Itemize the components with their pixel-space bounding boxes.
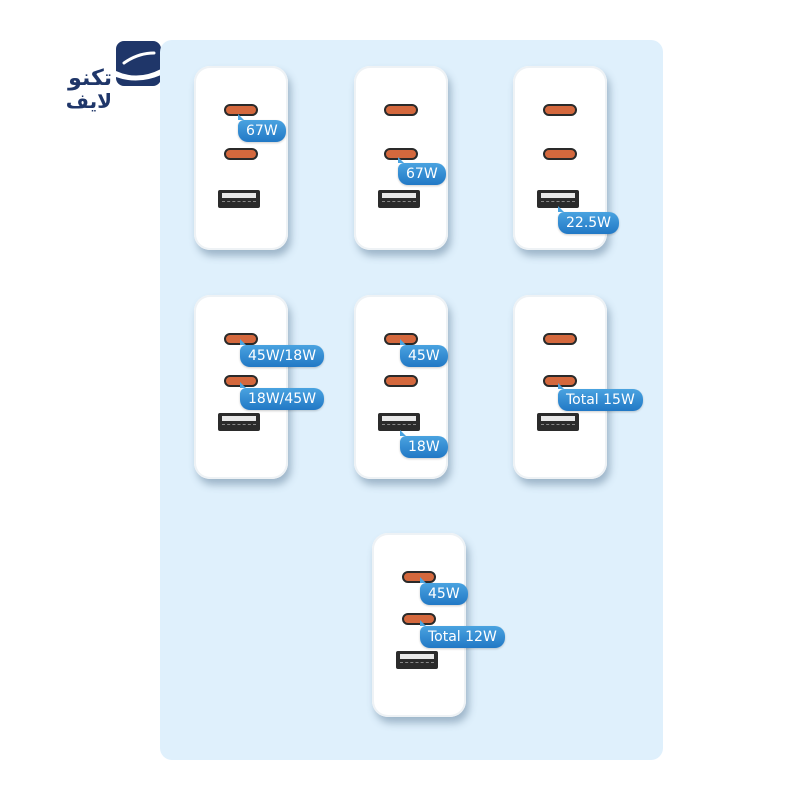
charger-7	[372, 533, 466, 717]
power-label: 45W	[420, 577, 468, 605]
usb-c-port-1	[543, 333, 577, 345]
usb-c-port-2	[384, 375, 418, 387]
usb-c-port-1	[384, 104, 418, 116]
brand-logo: تکنو لایف	[0, 30, 170, 113]
charger-1	[194, 66, 288, 250]
power-label: 67W	[398, 157, 446, 185]
usb-c-port-1	[543, 104, 577, 116]
power-label: 45W	[400, 339, 448, 367]
usb-a-port	[218, 190, 260, 208]
charger-2	[354, 66, 448, 250]
usb-a-port	[396, 651, 438, 669]
brand-wordmark: تکنو لایف	[36, 66, 112, 113]
power-label: Total 15W	[558, 383, 643, 411]
power-label: Total 12W	[420, 620, 505, 648]
usb-a-port	[537, 413, 579, 431]
brand-line-1: تکنو	[68, 66, 112, 91]
power-label: 45W/18W	[240, 339, 325, 367]
power-label: 18W	[400, 430, 448, 458]
usb-c-port-2	[402, 613, 436, 625]
brand-line-2: لایف	[65, 89, 112, 113]
usb-a-port	[378, 190, 420, 208]
power-label: 22.5W	[558, 206, 620, 234]
usb-c-port-2	[543, 148, 577, 160]
usb-a-port	[378, 413, 420, 431]
usb-a-port	[537, 190, 579, 208]
tecnolife-logo-icon	[116, 41, 161, 86]
usb-a-port	[218, 413, 260, 431]
usb-c-port-1	[402, 571, 436, 583]
usb-c-port-2	[224, 148, 258, 160]
power-label: 18W/45W	[240, 382, 325, 410]
power-label: 67W	[238, 114, 286, 142]
